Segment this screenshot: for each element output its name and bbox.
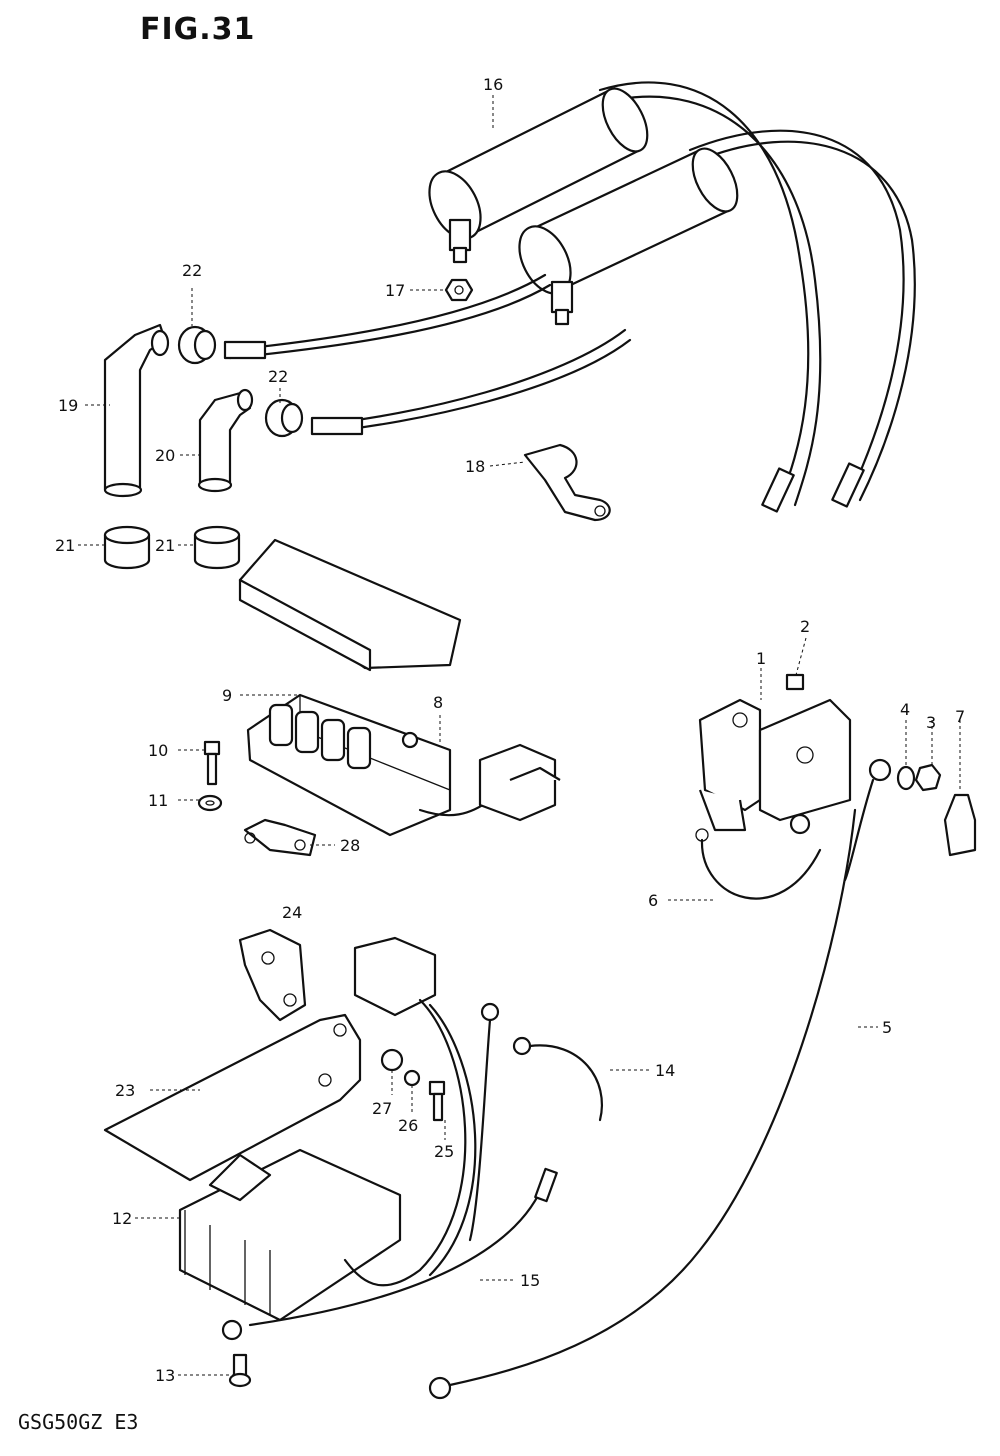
figure-title: FIG.31: [140, 12, 256, 47]
nut: [444, 278, 474, 302]
callout-15: 15: [520, 1271, 540, 1290]
wire-clamp: [523, 443, 611, 522]
callout-18: 18: [465, 457, 485, 476]
starter-relay: [695, 673, 892, 882]
callout-26: 26: [398, 1116, 418, 1135]
relay-nuts-and-cap: [896, 763, 977, 857]
callout-23: 23: [115, 1081, 135, 1100]
callout-9: 9: [222, 686, 232, 705]
callout-12: 12: [112, 1209, 132, 1228]
relay-lead: [700, 838, 822, 900]
callout-10: 10: [148, 741, 168, 760]
callout-27: 27: [372, 1099, 392, 1118]
callout-21a: 21: [55, 536, 75, 555]
callout-11: 11: [148, 791, 168, 810]
callout-6: 6: [648, 891, 658, 910]
callout-17: 17: [385, 281, 405, 300]
callout-1: 1: [756, 649, 766, 668]
callout-16: 16: [483, 75, 503, 94]
callout-5: 5: [882, 1018, 892, 1037]
callout-labels: 16 17 22 22 19 20 18 21 21 9 8 10 11 28 …: [55, 75, 965, 1385]
spark-plug-caps: [103, 323, 304, 570]
callout-20: 20: [155, 446, 175, 465]
battery-cable: [448, 808, 857, 1387]
callout-22a: 22: [182, 261, 202, 280]
callout-19: 19: [58, 396, 78, 415]
callout-24: 24: [282, 903, 302, 922]
callout-14: 14: [655, 1061, 675, 1080]
callout-3: 3: [926, 713, 936, 732]
callout-22b: 22: [268, 367, 288, 386]
callout-7: 7: [955, 707, 965, 726]
callout-4: 4: [900, 700, 910, 719]
leader-lines: [78, 95, 961, 1376]
model-code: GSG50GZ E3: [18, 1410, 139, 1434]
callout-13: 13: [155, 1366, 175, 1385]
ignition-coil-assembly: [223, 81, 916, 513]
callout-2: 2: [800, 617, 810, 636]
callout-21b: 21: [155, 536, 175, 555]
fuse-box: [197, 538, 561, 857]
callout-28: 28: [340, 836, 360, 855]
regulator-assembly: [103, 928, 603, 1388]
callout-25: 25: [434, 1142, 454, 1161]
callout-8: 8: [433, 693, 443, 712]
